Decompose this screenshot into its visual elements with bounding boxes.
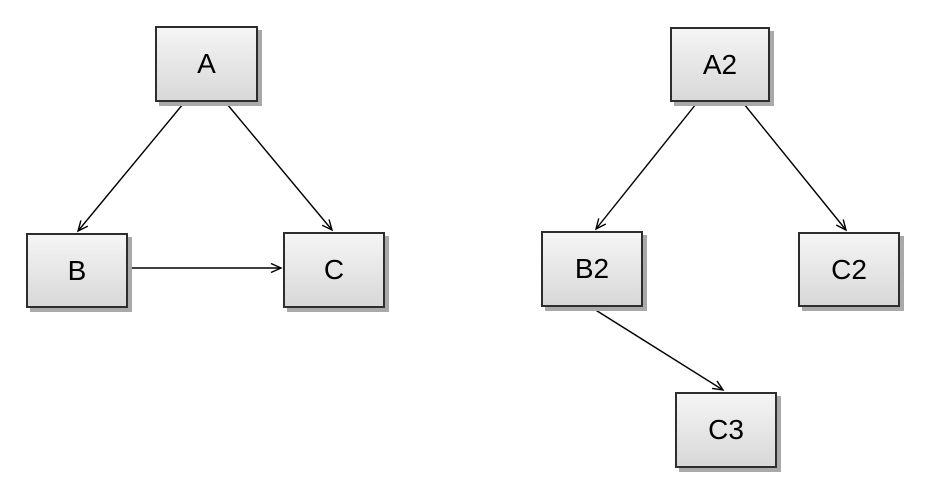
node-B2[interactable]: B2 xyxy=(541,231,643,307)
node-label-C: C xyxy=(323,254,345,285)
edge-A-to-C xyxy=(226,103,332,230)
node-A[interactable]: A xyxy=(155,26,258,102)
node-A2[interactable]: A2 xyxy=(670,27,770,102)
node-label-A2: A2 xyxy=(702,48,738,80)
edge-B2-to-C3 xyxy=(593,308,723,390)
node-label-C3: C3 xyxy=(708,414,744,445)
edge-A-to-B xyxy=(78,103,184,231)
edge-A2-to-B2 xyxy=(596,103,697,229)
node-C2[interactable]: C2 xyxy=(798,232,900,307)
node-C[interactable]: C xyxy=(283,232,385,308)
node-B[interactable]: B xyxy=(26,233,128,308)
node-C3[interactable]: C3 xyxy=(675,392,777,468)
edge-A2-to-C2 xyxy=(743,103,846,230)
edge-group xyxy=(78,103,846,390)
node-label-B2: B2 xyxy=(574,253,610,284)
node-label-A: A xyxy=(197,48,216,79)
node-label-C2: C2 xyxy=(831,253,867,285)
node-label-B: B xyxy=(67,254,87,286)
